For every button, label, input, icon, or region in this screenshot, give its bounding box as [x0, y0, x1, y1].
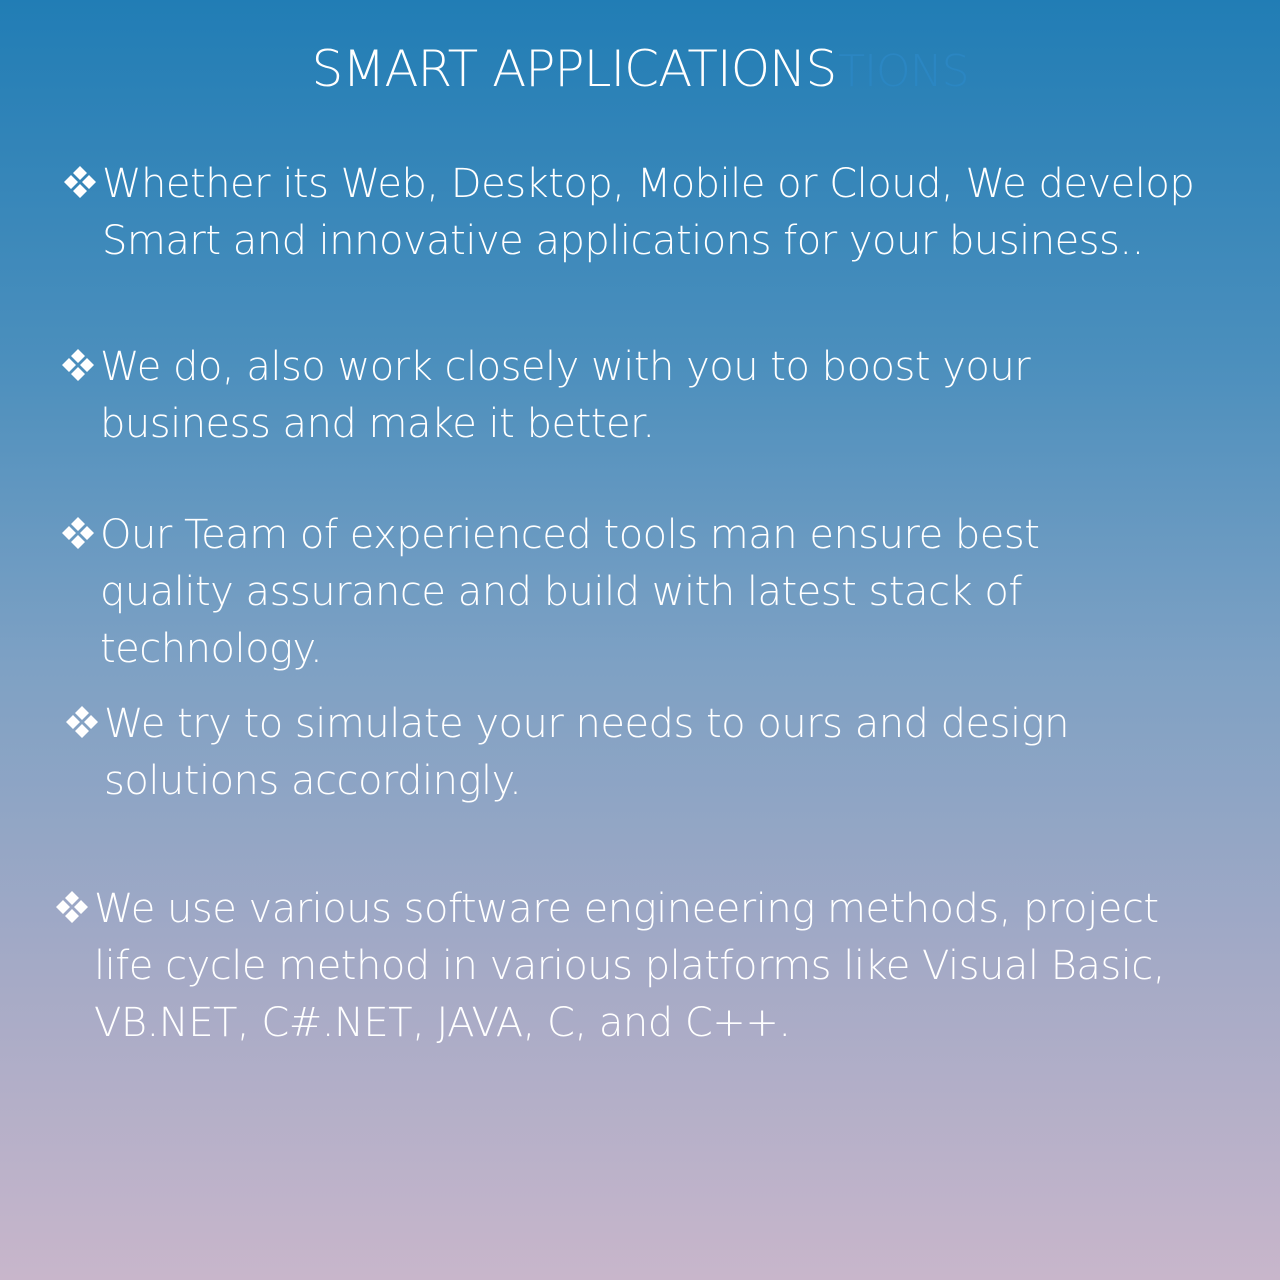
four-diamond-icon [64, 696, 104, 753]
four-diamond-icon [60, 339, 100, 396]
bullet-item-2: We do, also work closely with you to boo… [60, 339, 1190, 453]
four-diamond-icon [62, 156, 102, 213]
bullet-item-5: We use various software engineering meth… [54, 881, 1194, 1052]
four-diamond-icon [54, 881, 94, 938]
bullet-item-1: Whether its Web, Desktop, Mobile or Clou… [62, 156, 1242, 270]
bullet-text: We do, also work closely with you to boo… [100, 344, 1031, 447]
page-title: SMART APPLICATIONS [311, 40, 837, 98]
bullet-text: We try to simulate your needs to ours an… [104, 701, 1069, 804]
bullet-item-4: We try to simulate your needs to ours an… [64, 696, 1214, 810]
bullet-item-3: Our Team of experienced tools man ensure… [60, 507, 1160, 678]
bullet-text: Our Team of experienced tools man ensure… [100, 512, 1040, 672]
bullet-text: We use various software engineering meth… [94, 886, 1166, 1046]
page-title-ghost-text: TIONS [838, 46, 969, 97]
bullet-text: Whether its Web, Desktop, Mobile or Clou… [102, 161, 1195, 264]
four-diamond-icon [60, 507, 100, 564]
page-header: SMART APPLICATIONSTIONS [0, 40, 1280, 98]
